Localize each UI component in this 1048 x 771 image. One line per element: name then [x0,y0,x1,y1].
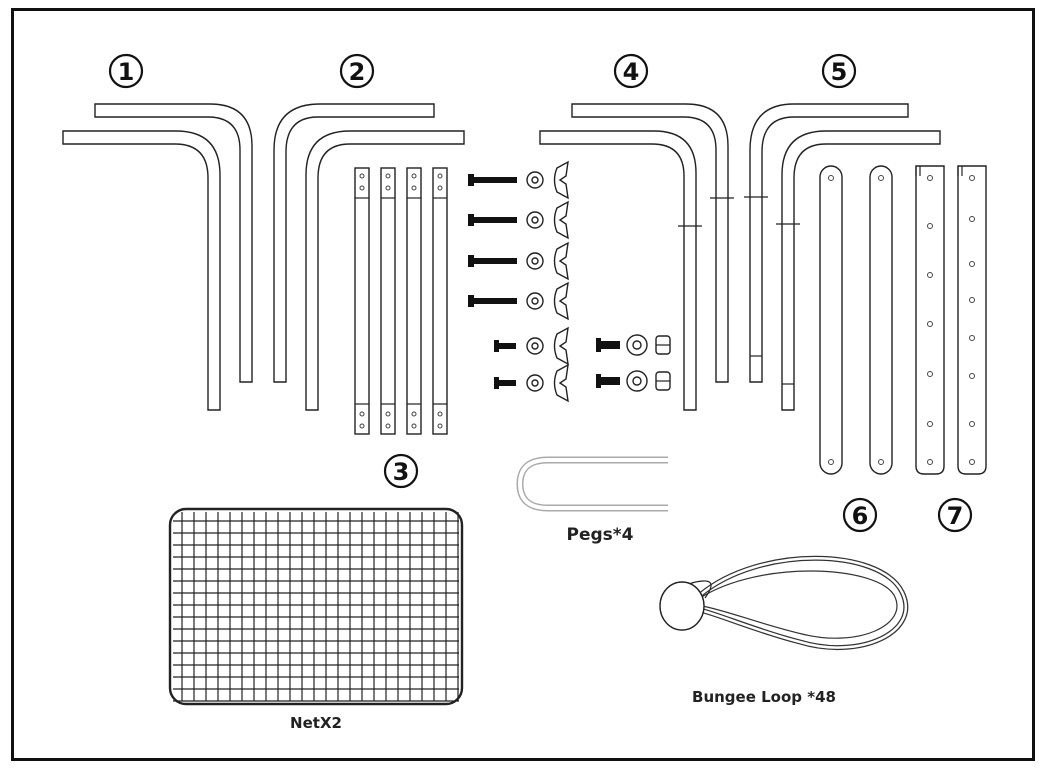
svg-text:1: 1 [118,58,135,86]
frame-tube-5 [744,103,941,411]
connector-bar-3 [354,167,448,435]
frame-tube-1 [62,103,253,411]
short-bolt-set [596,334,671,392]
part-number-7: 7 [937,497,973,533]
net-icon [168,507,464,706]
net-label: NetX2 [290,714,342,732]
bungee-label: Bungee Loop *48 [692,688,836,706]
svg-text:2: 2 [349,58,366,86]
part-number-6: 6 [842,497,878,533]
peg-icon [516,456,668,512]
svg-text:7: 7 [947,502,964,530]
frame-tube-4 [539,103,734,411]
perforated-bar-7 [915,165,987,475]
bolt-icon [468,174,517,389]
part-number-2: 2 [339,53,375,89]
hardware-set [468,160,671,403]
strap-6 [819,165,893,475]
part-number-1: 1 [108,53,144,89]
wing-nut-icon [553,160,569,403]
svg-text:6: 6 [852,502,869,530]
svg-text:4: 4 [623,58,640,86]
part-number-3: 3 [383,453,419,489]
svg-text:3: 3 [393,458,410,486]
part-number-5: 5 [821,53,857,89]
bungee-loop-icon [659,555,909,651]
pegs-label: Pegs*4 [567,525,634,545]
frame-tube-2 [273,103,465,411]
diagram-frame [11,8,1035,761]
part-number-4: 4 [613,53,649,89]
svg-text:5: 5 [831,58,848,86]
washer-icon [526,171,544,392]
